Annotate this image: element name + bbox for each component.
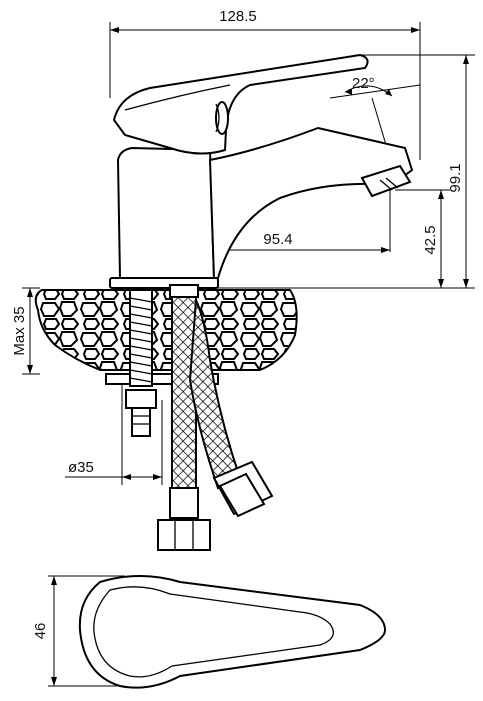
dim-mount-diameter: ø35: [68, 459, 94, 476]
dim-handle-width: 46: [32, 623, 49, 640]
dim-overall-height: 99.1: [447, 163, 464, 192]
dim-spout-angle: 22°: [352, 75, 375, 92]
faucet-side-view: [109, 53, 414, 289]
countertop-section: [34, 289, 298, 385]
dim-spout-reach: 95.4: [263, 231, 292, 248]
mounting-stud: [125, 289, 157, 437]
handle-top-view: [78, 575, 387, 689]
supply-hoses: [157, 284, 274, 551]
dim-max-countertop: Max 35: [11, 306, 28, 355]
dim-overall-length: 128.5: [219, 8, 257, 25]
dim-spout-height: 42.5: [422, 225, 439, 254]
